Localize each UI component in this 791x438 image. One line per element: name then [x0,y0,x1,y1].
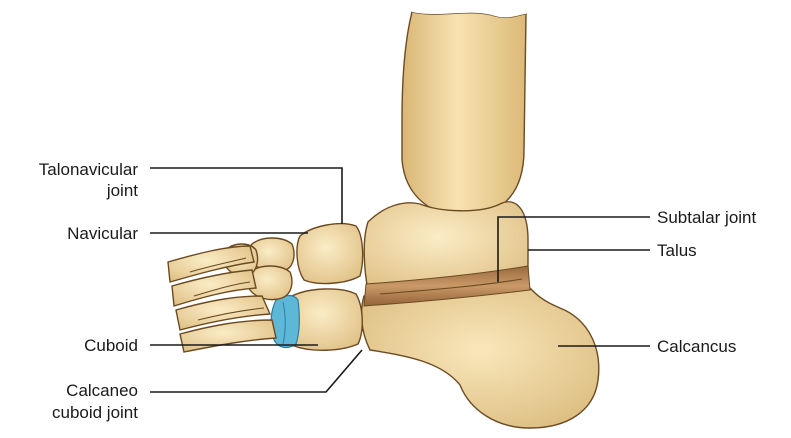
talonavicular-label-line1: Talonavicular [39,160,139,179]
talonavicular-label-line2: joint [106,181,138,200]
calcaneo-cuboid-label-line1: Calcaneo [66,381,138,400]
subtalar-joint-label: Subtalar joint [657,208,757,227]
cuboid-label: Cuboid [84,336,138,355]
calcaneo-cuboid-label-line2: cuboid joint [52,403,138,422]
talonavicular-leader [150,168,342,224]
talus-label: Talus [657,241,697,260]
calcaneus-bone [362,286,599,428]
forefoot-bones [168,238,294,352]
calcaneus-label: Calcancus [657,337,736,356]
navicular-label: Navicular [67,224,138,243]
cuboid-cartilage [271,296,299,348]
calcaneo-cuboid-leader [150,350,362,392]
tibia [402,4,526,216]
